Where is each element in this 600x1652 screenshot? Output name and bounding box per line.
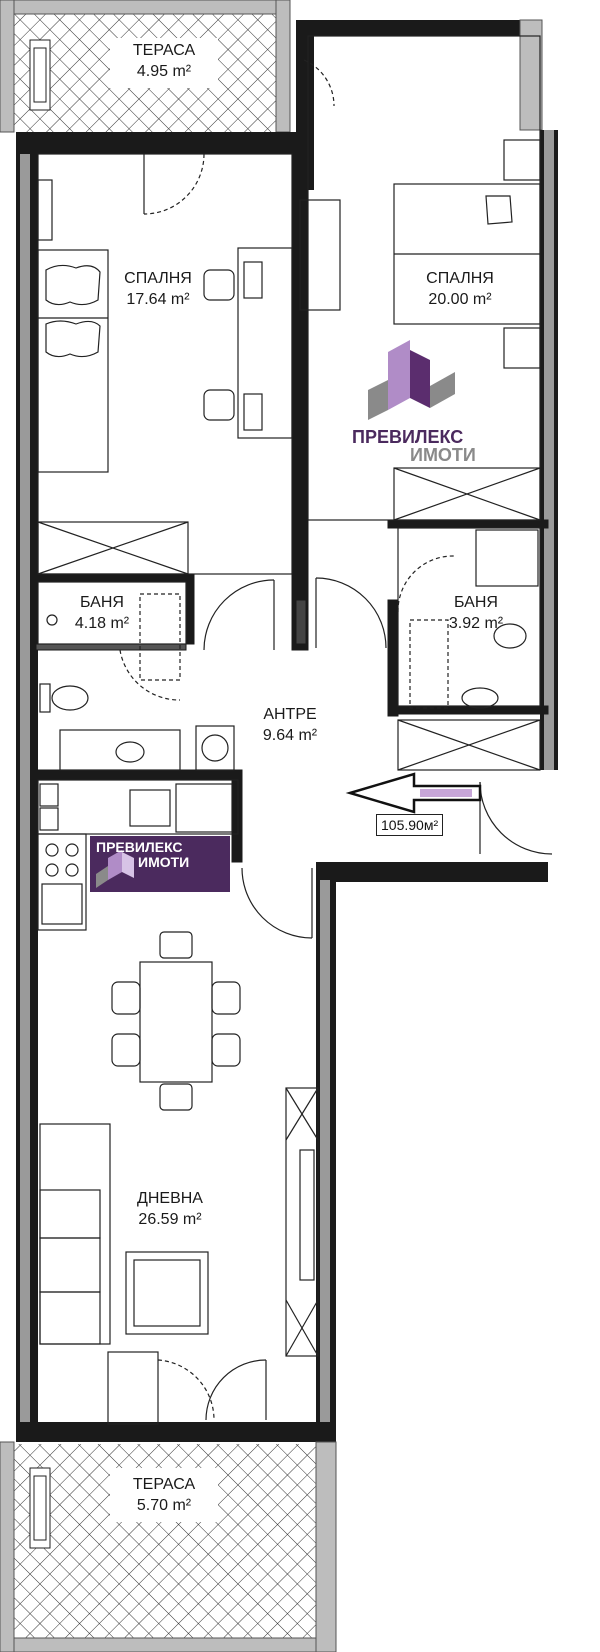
room-label-bedroom-right: СПАЛНЯ 20.00 m² [410,268,510,310]
room-label-terrace-bottom: ТЕРАСА 5.70 m² [110,1474,218,1516]
watermark-line1: ПРЕВИЛЕКС [96,839,183,855]
room-name: ТЕРАСА [132,42,196,59]
room-name: БАНЯ [80,594,124,611]
bedroom-left [37,153,293,575]
room-name: ДНЕВНА [137,1190,203,1207]
watermark-line1: ПРЕВИЛЕКС [352,427,464,447]
living-room [39,931,319,1425]
watermark-mark-large [368,340,455,420]
room-name: СПАЛНЯ [426,270,494,287]
terrace-top [0,0,291,133]
watermark-logo-large: ПРЕВИЛЕКС ИМОТИ [352,428,476,464]
bedroom-right [299,35,541,521]
interior-walls [35,149,549,863]
room-name: БАНЯ [454,594,498,611]
room-area: 17.64 m² [126,291,190,308]
room-area: 20.00 m² [428,291,492,308]
room-area: 4.95 m² [136,63,192,80]
room-name: ТЕРАСА [132,1476,196,1493]
room-label-bedroom-left: СПАЛНЯ 17.64 m² [108,268,208,310]
room-area: 26.59 m² [138,1211,202,1228]
watermark-line2: ИМОТИ [138,854,190,870]
room-area: 9.64 m² [262,727,318,744]
entry-arrow [345,772,482,814]
room-label-living: ДНЕВНА 26.59 m² [120,1188,220,1230]
watermark-line2: ИМОТИ [410,445,476,465]
bathroom-left [37,581,235,771]
room-label-bath-right: БАНЯ 3.92 m² [436,592,516,634]
terrace-bottom [0,1441,337,1652]
room-label-bath-left: БАНЯ 4.18 m² [62,592,142,634]
room-area: 4.18 m² [74,615,130,632]
room-name: СПАЛНЯ [124,270,192,287]
room-label-hall: АНТРЕ 9.64 m² [250,704,330,746]
room-area: 5.70 m² [136,1497,192,1514]
room-label-terrace-top: ТЕРАСА 4.95 m² [110,40,218,82]
watermark-block-small [90,836,230,892]
room-name: АНТРЕ [263,706,317,723]
room-area: 3.92 m² [448,615,504,632]
kitchen [37,779,239,931]
watermark-logo-small: ПРЕВИЛЕКС ИМОТИ [96,840,189,870]
bathroom-right [397,527,541,771]
outer-walls [16,19,558,1442]
total-area-label: 105.90м² [376,814,444,836]
